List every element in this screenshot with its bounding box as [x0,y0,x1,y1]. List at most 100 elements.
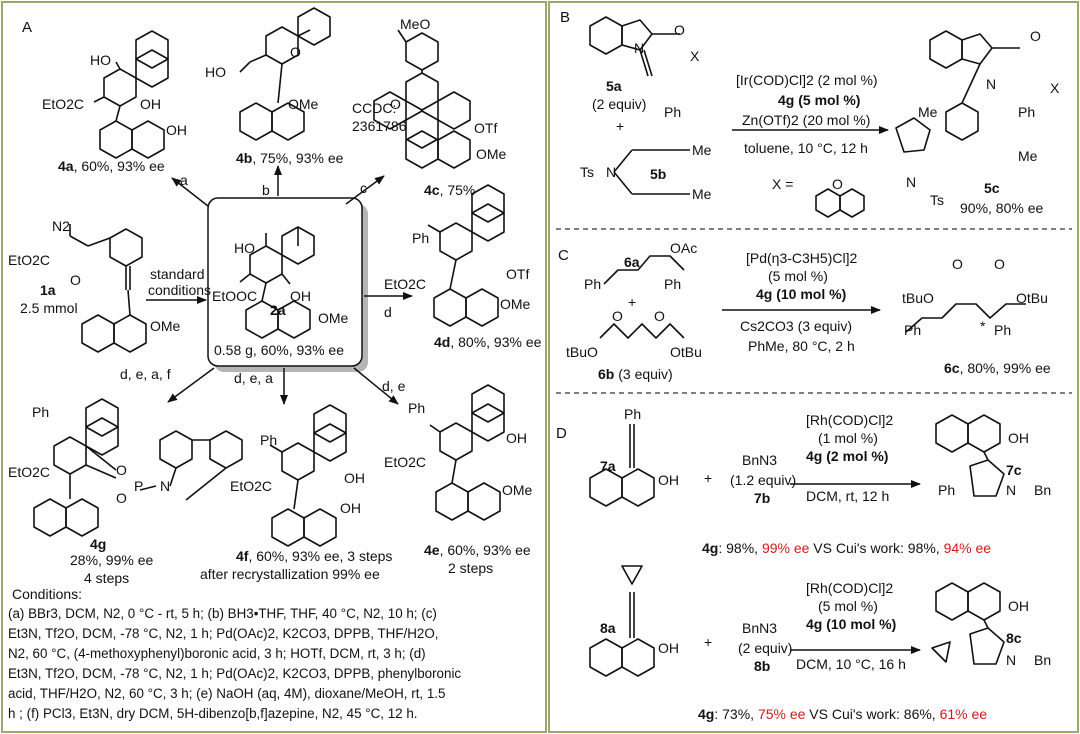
conditions-line-1: (a) BBr3, DCM, N2, 0 °C - rt, 5 h; (b) B… [8,606,437,621]
equiv-7b: (1.2 equiv) [730,472,797,488]
structure-4b [239,7,331,141]
result-2-mid: VS Cui's work: 86%, [805,706,940,722]
structure-naphthyl-x [815,188,865,218]
structure-6a [603,255,685,285]
panel-a-structures [33,7,505,547]
label-5b-me-1: Me [692,142,712,158]
id-5b: 5b [650,166,667,182]
label-6b-tbuo: tBuO [566,344,598,360]
label-6c-star: * [980,318,986,334]
caption-4e: 4e, 60%, 93% ee [424,542,531,558]
label-1a-eto2c: EtO2C [8,252,51,268]
conditions-line-6: h ; (f) PCl3, Et3N, dry DCM, 5H-dibenzo[… [8,706,418,721]
center-box [207,197,363,367]
structure-7a [589,424,655,507]
label-2a-ho: HO [234,240,255,256]
label-7c-n: N [1006,482,1017,498]
arrow-to-4g [167,367,215,403]
cond-d2-2: (5 mol %) [818,598,878,614]
cond-c-2: (5 mol %) [768,268,828,284]
cond-b-1: [Ir(COD)Cl]2 (2 mol %) [736,72,878,88]
label-5a-n: N [634,40,645,56]
label-4e-ph: Ph [408,400,426,416]
caption-4d: 4d, 80%, 93% ee [434,334,541,350]
id-7a: 7a [600,458,616,474]
plus-7: + [704,470,713,486]
id-4c: 4c [424,182,440,198]
id-6b: 6b [598,366,615,382]
caption-4b: 4b, 75%, 93% ee [236,150,343,166]
panel-bcd-frame [548,1,1079,733]
label-8c-oh: OH [1008,598,1029,614]
id-8b: 8b [754,658,771,674]
arrow-label-de: d, e [382,378,406,394]
label-4g-o-1: O [116,462,127,478]
label-6c-tbuo: tBuO [902,290,934,306]
arrow-label-deaf: d, e, a, f [120,366,171,382]
cond-b-3: Zn(OTf)2 (20 mol %) [742,112,871,128]
structure-6b [599,323,685,339]
label-5c-ts: Ts [930,192,944,208]
steps-4e: 2 steps [448,560,494,576]
yield-4b: , 75%, 93% ee [252,150,344,166]
id-7c: 7c [1006,462,1022,478]
yield-4d: , 80%, 93% ee [450,334,542,350]
label-4f-oh-1: OH [344,470,365,486]
label-5c-me-2: Me [1018,148,1038,164]
yield-6c: , 80%, 99% ee [959,360,1051,376]
label-1a-o: O [70,272,81,288]
result-1-a: : 98%, [718,540,762,556]
label-1a-n2: N2 [52,218,70,234]
id-4a: 4a [58,158,74,174]
arrow-standard-bottom: conditions [148,282,212,298]
arrow-label-dea: d, e, a [234,370,273,386]
label-5c-n: N [986,76,997,92]
label-5b-me-2: Me [692,186,712,202]
label-4g-eto2c: EtO2C [8,464,51,480]
steps-4g: 4 steps [84,570,130,586]
cond-d2-4: DCM, 10 °C, 16 h [796,656,906,672]
formula-8b: BnN3 [742,620,778,636]
result-row-2: 4g: 73%, 75% ee VS Cui's work: 86%, 61% … [698,706,987,722]
label-4a-oh-1: OH [140,96,161,112]
label-5a-x: X [690,48,700,64]
id-7b: 7b [754,490,771,506]
plus-6: + [628,294,637,310]
label-5c-ph: Ph [1018,104,1036,120]
structure-5c [895,30,1020,153]
label-8c-n: N [1006,652,1017,668]
panel-c-structures [599,255,1026,339]
label-5c-n-ring: N [906,174,917,190]
label-x-o: O [832,176,843,192]
label-6c-o-2: O [994,256,1005,272]
conditions-line-2: Et3N, Tf2O, DCM, -78 °C, N2, 1 h; Pd(OAc… [8,626,439,641]
label-2a-ome: OMe [318,310,349,326]
label-4c-o: O [390,96,401,112]
structure-1a [69,224,147,353]
panel-letter-c: C [558,247,569,264]
cond-d1-3: 4g (2 mol %) [806,448,889,464]
label-4g-p: P [134,478,144,494]
amount-1a: 2.5 mmol [20,300,78,316]
panel-a-frame [1,1,547,733]
arrow-label-c: c [360,180,367,196]
arrow-to-4e [353,367,399,405]
label-4b-ho: HO [205,64,226,80]
ccdc-label: CCDC: [352,100,397,116]
label-5a-ph: Ph [664,104,682,120]
label-4d-eto2c: EtO2C [384,276,427,292]
arrow-to-4a [171,177,209,207]
yield-2a: 0.58 g, 60%, 93% ee [214,342,344,358]
structure-4f [269,404,347,547]
conditions-line-4: Et3N, Tf2O, DCM, -78 °C, N2, 1 h; Pd(OAc… [8,666,462,681]
cond-b-4: toluene, 10 °C, 12 h [744,140,868,156]
ccdc-number: 2361786 [352,118,407,134]
cond-d2-3: 4g (10 mol %) [806,616,897,632]
result-2-prefix: 4g [698,706,715,722]
id-4f: 4f [236,548,249,564]
structure-4e [429,384,505,521]
structure-4g [33,398,243,537]
label-4g-o-2: O [116,490,127,506]
